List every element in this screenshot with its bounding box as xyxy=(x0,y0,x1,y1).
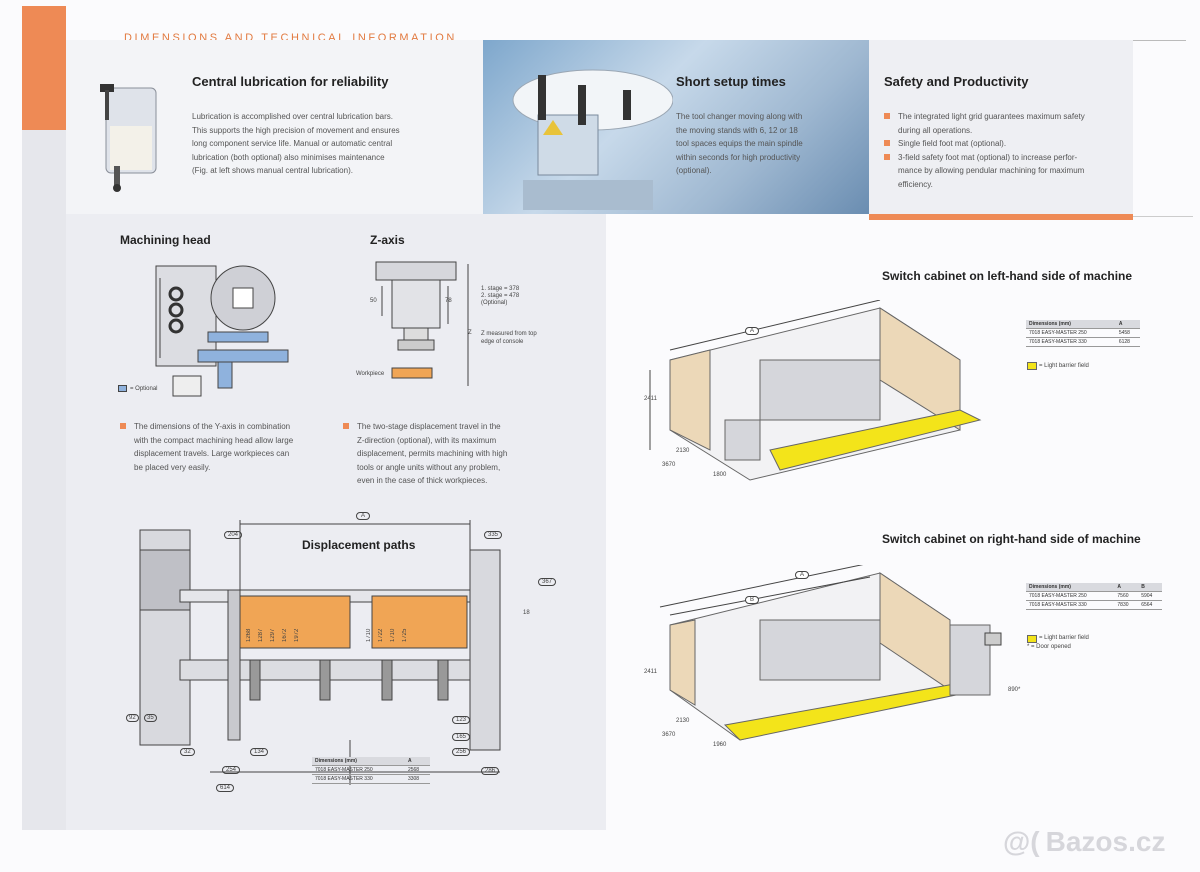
block-label: 1287 xyxy=(258,628,264,642)
light-barrier-swatch xyxy=(1027,362,1037,370)
block-label: 1722 xyxy=(378,628,384,642)
safety-title: Safety and Productivity xyxy=(884,74,1029,89)
disp-dim-134: 134 xyxy=(250,748,269,756)
block-label: 1297 xyxy=(270,628,276,642)
disp-dim-165: 165 xyxy=(452,733,471,741)
light-barrier-swatch xyxy=(1027,634,1037,643)
block-label: 1672 xyxy=(282,628,288,642)
right-cabinet-drawing xyxy=(659,565,1002,741)
disp-dim-204: 204 xyxy=(224,531,243,539)
right-dim-a: A xyxy=(795,571,810,579)
disp-dim-35: 35 xyxy=(144,714,157,722)
block-label: 1972 xyxy=(294,628,300,642)
block-label: 1710 xyxy=(390,628,396,642)
setup-title: Short setup times xyxy=(676,74,786,89)
left-cabinet-title: Switch cabinet on left-hand side of mach… xyxy=(882,269,1133,283)
machining-head-drawing xyxy=(155,265,289,397)
disp-dim-254: 254 xyxy=(222,766,241,774)
displacement-drawing xyxy=(139,520,501,785)
right-dim-w3: 1960 xyxy=(713,742,727,748)
disp-dim-614: 614 xyxy=(216,784,235,792)
right-dim-b: B xyxy=(745,596,760,604)
disp-dim-18: 18 xyxy=(523,610,530,616)
safety-item: 3-field safety foot mat (optional) to in… xyxy=(884,151,1120,192)
block-label: 1268 xyxy=(246,628,252,642)
left-dim-w2: 3670 xyxy=(662,462,676,468)
safety-item: Single field foot mat (optional). xyxy=(884,137,1120,151)
safety-panel xyxy=(869,40,1133,214)
z-axis-drawing xyxy=(375,261,469,386)
left-margin-band xyxy=(22,130,66,830)
z-axis-text: The two-stage displacement travel in the… xyxy=(343,420,543,488)
displacement-block-labels: 1268 1287 1297 1672 1972 1710 1722 1710 … xyxy=(246,622,466,642)
right-cabinet-title: Switch cabinet on right-hand side of mac… xyxy=(882,532,1141,546)
lubrication-text: Lubrication is accomplished over central… xyxy=(192,112,400,175)
safety-item: The integrated light grid guarantees max… xyxy=(884,110,1120,137)
disp-dim-335: 335 xyxy=(484,531,503,539)
left-cabinet-drawing xyxy=(649,300,982,481)
disp-dim-123: 123 xyxy=(452,716,471,724)
block-label: 1725 xyxy=(402,628,408,642)
lubrication-unit-image xyxy=(100,84,157,192)
displacement-title: Displacement paths xyxy=(302,538,416,552)
z-dim-b: 78 xyxy=(445,298,452,304)
right-dim-h: 2411 xyxy=(644,669,657,675)
left-dim-w3: 1800 xyxy=(713,472,727,478)
z-workpiece-label: Workpiece xyxy=(356,371,385,377)
right-dim-w1: 2130 xyxy=(676,718,690,724)
left-dim-h: 2411 xyxy=(644,396,657,402)
disp-dim-a: A xyxy=(356,512,371,520)
thin-rule xyxy=(1133,216,1193,217)
safety-list: The integrated light grid guarantees max… xyxy=(884,110,1120,191)
orange-accent-bar xyxy=(22,6,66,130)
z-dim-z: Z xyxy=(468,330,472,336)
disp-dim-367: 367 xyxy=(538,578,557,586)
block-label: 1710 xyxy=(366,628,372,642)
disp-dim-286: 286 xyxy=(481,767,500,775)
disp-dim-32: 32 xyxy=(180,748,195,756)
tool-changer-image xyxy=(512,69,673,210)
right-dim-w2: 3670 xyxy=(662,732,676,738)
machining-head-title: Machining head xyxy=(120,233,211,247)
disp-dim-92: 92 xyxy=(126,714,139,722)
machining-head-text: The dimensions of the Y-axis in combinat… xyxy=(120,420,330,474)
z-axis-title: Z-axis xyxy=(370,233,405,247)
right-dim-d: 890* xyxy=(1008,687,1021,693)
optional-legend: = Optional xyxy=(118,385,158,392)
disp-dim-256: 256 xyxy=(452,748,471,756)
right-light-legend: = Light barrier field * = Door opened xyxy=(1027,634,1089,650)
left-dim-a: A xyxy=(745,327,760,335)
lubrication-title: Central lubrication for reliability xyxy=(192,74,389,89)
z-dim-a: 50 xyxy=(370,298,377,304)
left-dim-w1: 2130 xyxy=(676,448,690,454)
bazos-watermark: @( Bazos.cz xyxy=(1003,826,1166,857)
optional-swatch xyxy=(118,385,127,392)
safety-accent-strip xyxy=(869,214,1133,220)
left-light-legend: = Light barrier field xyxy=(1027,362,1089,370)
at-sign-icon: @( xyxy=(1003,826,1040,857)
